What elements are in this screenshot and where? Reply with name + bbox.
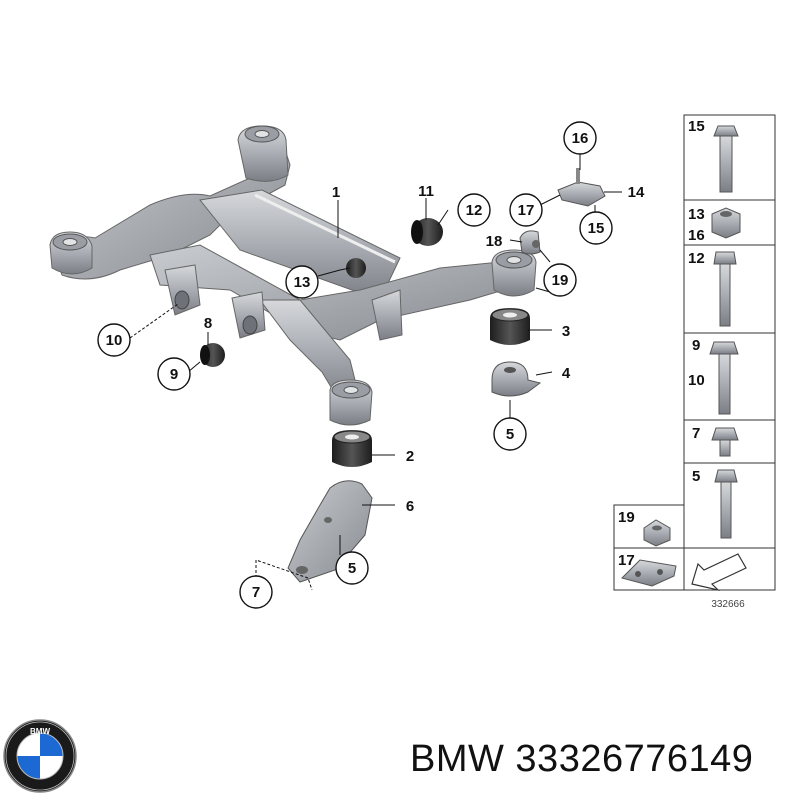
callout-4: 4 [562,365,571,382]
diagram-number: 332666 [711,599,745,610]
panel-label-9: 9 [692,337,700,354]
bmw-logo-icon: BMW [3,719,77,793]
svg-text:12: 12 [466,202,483,219]
bushing-9-part [200,343,225,367]
panel-label-7: 7 [692,425,700,442]
callout-17: 17 [509,193,543,227]
svg-text:4: 4 [562,365,571,382]
svg-text:14: 14 [628,184,645,201]
panel-label-5: 5 [692,468,700,485]
callout-5-lower: 5 [335,551,369,585]
svg-text:16: 16 [572,130,589,147]
direction-arrow-icon [691,553,747,592]
fastener-panel: 15 13 16 12 9 10 7 5 19 17 [613,114,776,592]
bracket-14-part [557,168,606,207]
callout-11: 11 [418,183,434,200]
bushing-12-part [411,218,443,246]
callout-13: 13 [285,265,319,299]
callout-5-upper: 5 [493,417,527,451]
panel-label-16: 16 [688,227,705,244]
svg-text:7: 7 [252,584,260,601]
bolt-7-part [711,427,739,457]
callout-6: 6 [406,498,414,515]
svg-text:6: 6 [406,498,414,515]
callout-9: 9 [157,357,191,391]
svg-text:5: 5 [506,426,514,443]
bushing-13-part [346,258,366,278]
nut-19-part [643,519,671,547]
svg-text:8: 8 [204,315,212,332]
svg-text:15: 15 [588,220,605,237]
plate-17-part [621,559,677,587]
svg-text:17: 17 [518,202,535,219]
callout-12: 12 [457,193,491,227]
leader-lines [129,150,622,591]
part-caption: BMW 33326776149 [410,738,754,780]
callout-18: 18 [486,233,503,250]
svg-text:19: 19 [552,272,569,289]
svg-text:11: 11 [418,183,434,200]
strut-6-part [287,480,373,583]
rubber-mount-2-part [332,430,372,467]
callout-16: 16 [563,121,597,155]
svg-text:5: 5 [348,560,356,577]
panel-label-13: 13 [688,206,705,223]
bolt-12-part [713,251,737,327]
callout-8: 8 [204,315,212,332]
mount-plate-4-part [491,361,542,397]
panel-label-17: 17 [618,552,635,569]
callout-2: 2 [406,448,414,465]
subframe-part [49,125,537,426]
svg-text:1: 1 [332,184,340,201]
panel-label-10: 10 [688,372,705,389]
callout-1: 1 [332,184,340,201]
svg-text:9: 9 [170,366,178,383]
svg-text:18: 18 [486,233,503,250]
panel-label-15: 15 [688,118,705,135]
svg-text:2: 2 [406,448,414,465]
callout-10: 10 [97,323,131,357]
panel-label-19: 19 [618,509,635,526]
clip-18-part [519,230,541,255]
callout-3: 3 [562,323,570,340]
svg-text:10: 10 [106,332,123,349]
bolt-5-part [714,469,738,539]
bmw-logo-letters: BMW [30,727,50,736]
callout-14: 14 [628,184,645,201]
callout-19: 19 [543,263,577,297]
svg-text:3: 3 [562,323,570,340]
callout-15: 15 [579,211,613,245]
bolt-15-part [713,125,739,193]
nut-13-part [711,207,741,239]
svg-text:13: 13 [294,274,311,291]
callout-7: 7 [239,575,273,609]
rubber-mount-3-part [490,308,530,345]
panel-label-12: 12 [688,250,705,267]
bolt-9-part [709,341,739,415]
